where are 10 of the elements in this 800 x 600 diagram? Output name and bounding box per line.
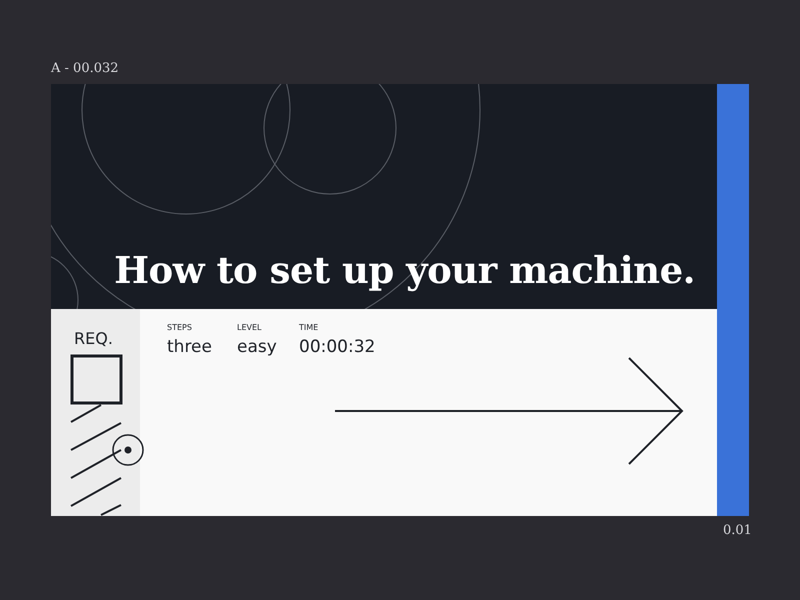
page-number: 0.01 (723, 524, 752, 537)
field-label: TIME (299, 324, 318, 332)
sheet-number: A - 00.032 (51, 62, 119, 75)
field-value: three (167, 339, 212, 356)
heading: How to set up your machine. (114, 252, 695, 289)
field-value: 00:00:32 (299, 339, 376, 356)
field-label: STEPS (167, 324, 192, 332)
field-label: LEVEL (237, 324, 262, 332)
field-value: easy (237, 339, 277, 356)
section-label: REQ. (74, 331, 113, 347)
